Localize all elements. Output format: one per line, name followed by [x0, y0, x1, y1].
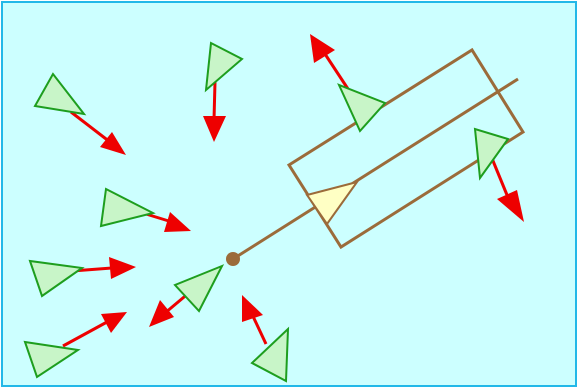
agent-2 — [203, 41, 244, 142]
red-arrow-icon — [109, 257, 136, 279]
green-triangle-icon — [473, 127, 510, 181]
green-triangle-icon — [99, 187, 156, 228]
green-triangle-icon — [204, 41, 244, 93]
velocity-arrow-shaft — [489, 155, 509, 196]
agent-1 — [33, 72, 126, 155]
velocity-arrow-shaft — [212, 81, 217, 121]
red-arrow-icon — [164, 212, 191, 232]
green-triangle-icon — [28, 259, 85, 298]
red-arrow-icon — [242, 295, 263, 322]
green-triangle-icon — [33, 72, 87, 116]
yellow-triangle-icon — [305, 180, 360, 226]
agent-5 — [99, 187, 191, 232]
red-arrow-icon — [497, 190, 524, 222]
velocity-arrow-shaft — [323, 53, 352, 93]
velocity-arrow-shaft — [62, 320, 108, 348]
green-triangle-icon — [173, 264, 225, 313]
red-arrow-icon — [100, 132, 126, 155]
agent-3 — [310, 34, 387, 133]
green-triangle-icon — [23, 340, 81, 379]
sensor-group — [226, 47, 526, 266]
velocity-arrow-shaft — [70, 110, 111, 144]
agent-9 — [242, 295, 290, 383]
red-arrow-icon — [203, 116, 226, 142]
green-triangle-icon — [250, 326, 290, 383]
agent-6 — [28, 257, 136, 298]
red-arrow-icon — [310, 34, 335, 63]
agent-8 — [23, 312, 127, 379]
sensor-ray — [232, 77, 519, 261]
green-triangle-icon — [337, 83, 387, 133]
red-arrow-icon — [149, 300, 174, 327]
brown-dot-icon — [226, 252, 240, 266]
agent-4 — [473, 127, 524, 222]
red-arrow-icon — [101, 312, 127, 333]
agent-7 — [149, 264, 225, 327]
